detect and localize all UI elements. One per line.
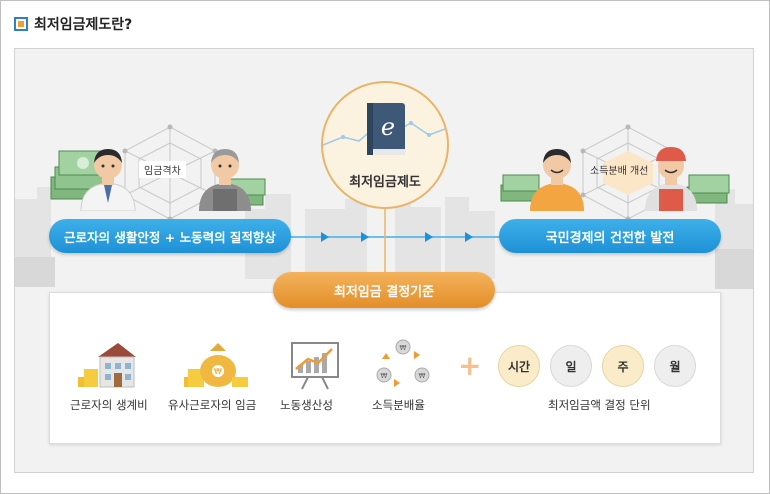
capped-worker-icon <box>645 147 697 211</box>
diagram-panel: 임금격차 <box>14 48 754 473</box>
criteria-label-distribution: 소득분배율 <box>372 398 425 412</box>
economy-benefit-pill: 국민경제의 건전한 발전 <box>499 219 721 253</box>
happy-worker-icon <box>530 149 584 211</box>
svg-text:₩: ₩ <box>419 372 426 380</box>
center-label: 최저임금제도 <box>349 175 421 190</box>
unit-day: 일 <box>550 345 592 387</box>
office-worker-icon <box>80 149 136 211</box>
minimum-wage-system-circle: e 최저임금제도 <box>321 81 449 209</box>
income-distribution-label: 소득분배 개선 <box>590 166 649 177</box>
connector-line <box>384 207 386 273</box>
unit-hour: 시간 <box>498 345 540 387</box>
criteria-title-pill: 최저임금 결정기준 <box>273 272 495 308</box>
house-coins-icon <box>78 343 136 388</box>
criteria-box: 근로자의 생계비 ₩ 유사근로자의 임금 노동생산성 ₩ ₩ ₩ <box>49 292 721 444</box>
money-bag-icon: ₩ <box>184 343 248 387</box>
money-stack-icon <box>686 174 730 204</box>
svg-text:₩: ₩ <box>400 344 407 352</box>
coin-cycle-icon: ₩ ₩ ₩ <box>376 339 430 387</box>
growth-chart-icon <box>291 342 339 390</box>
criteria-label-productivity: 노동생산성 <box>280 398 333 412</box>
svg-text:₩: ₩ <box>214 367 222 376</box>
svg-text:e: e <box>381 113 395 141</box>
flow-line <box>285 232 505 242</box>
worker-benefit-pill: 근로자의 생활안정 + 노동력의 질적향상 <box>49 219 291 253</box>
wage-gap-label: 임금격차 <box>139 161 186 178</box>
svg-text:₩: ₩ <box>381 372 388 380</box>
section-header: 최저임금제도란? <box>14 14 132 34</box>
units-caption: 최저임금액 결정 단위 <box>548 398 651 412</box>
criteria-label-similar-wage: 유사근로자의 임금 <box>168 398 257 412</box>
page-title: 최저임금제도란? <box>34 17 133 33</box>
factory-worker-icon <box>199 149 251 211</box>
unit-week: 주 <box>602 345 644 387</box>
money-stack-icon <box>500 174 540 202</box>
law-book-icon: e <box>367 103 405 155</box>
criteria-label-living-cost: 근로자의 생계비 <box>70 398 148 412</box>
plus-icon: + <box>458 349 482 382</box>
unit-month: 월 <box>654 345 696 387</box>
square-bullet-icon <box>14 17 28 31</box>
